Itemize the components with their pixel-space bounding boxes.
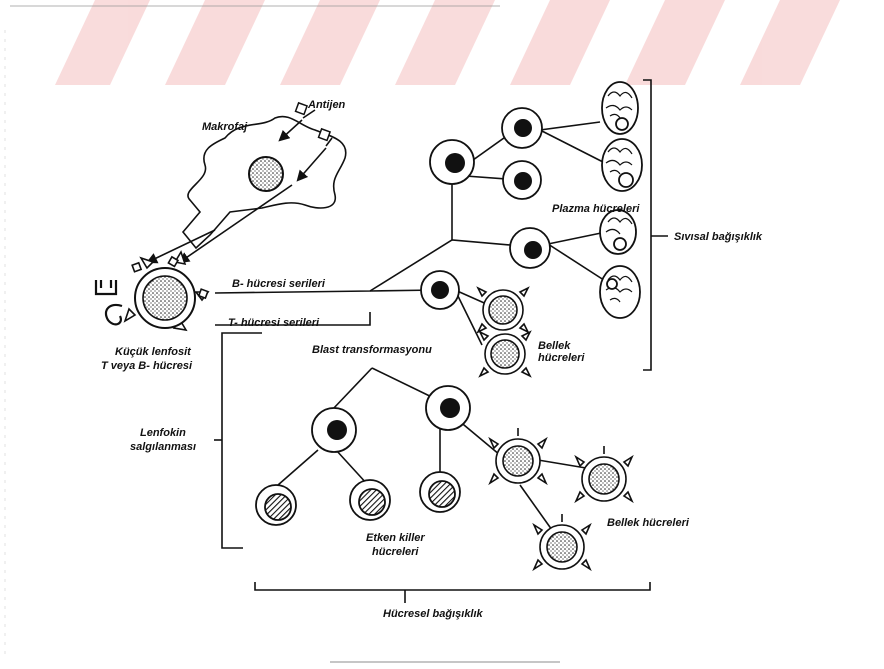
cellular-bracket [255,582,650,590]
t-memory-cell [534,514,590,569]
label-t-or-b-cell: T veya B- hücresi [101,360,193,372]
killer-cell [420,472,460,512]
label-t-series: T- hücresi serileri [228,317,320,329]
label-b-memory-1: Bellek [538,340,571,352]
label-killer-1: Etken killer [366,532,425,544]
label-lymphokine-2: salgılanması [130,441,196,453]
label-plasma-cells: Plazma hücreleri [552,203,640,215]
receptor-shape-round [106,305,122,324]
label-macrophage: Makrofaj [202,121,248,133]
label-cellular-immunity: Hücresel bağışıklık [383,608,484,620]
b-memory-cell [480,332,530,376]
small-lymphocyte [125,252,208,330]
macrophage-nucleus [249,157,283,191]
b-memory-cell [478,288,528,332]
killer-cell [350,480,390,520]
label-lymphokine-1: Lenfokin [140,427,186,439]
label-humoral-immunity: Sıvısal bağışıklık [674,231,763,243]
label-small-lymphocyte: Küçük lenfosit [115,346,192,358]
label-blast-transformation: Blast transformasyonu [312,344,432,356]
humoral-bracket [643,80,651,370]
plasma-cell [602,139,642,191]
label-b-series: B- hücresi serileri [232,278,326,290]
label-t-memory: Bellek hücreleri [607,517,690,529]
t-memory-cell [576,446,632,501]
label-b-memory-2: hücreleri [538,352,585,364]
receptor-shape-square [96,280,116,294]
label-killer-2: hücreleri [372,546,419,558]
plasma-cell [600,266,640,318]
killer-cell [256,485,296,525]
t-memory-cell [490,428,546,483]
antigen-marker [296,103,308,115]
plasma-cell [602,82,638,134]
antigen-marker [319,129,331,141]
label-antigen: Antijen [307,99,346,111]
plasma-cell [600,210,636,254]
